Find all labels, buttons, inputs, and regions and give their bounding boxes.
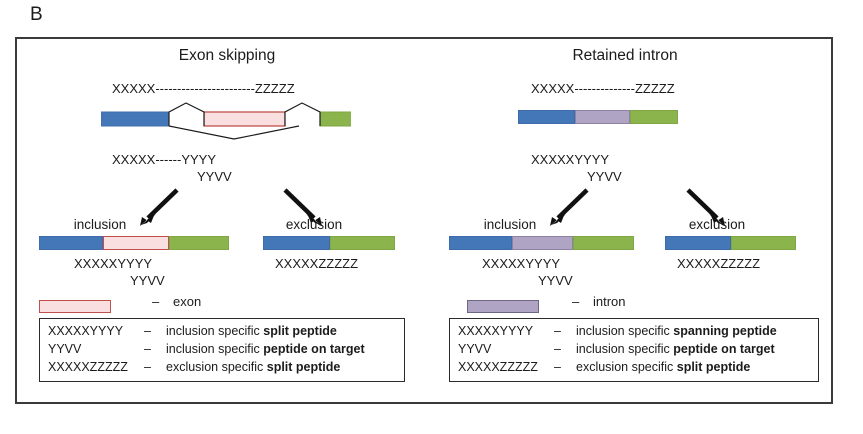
legend-row: XXXXXYYYY – inclusion specific split pep… — [40, 324, 404, 342]
legend-desc-bold: peptide on target — [263, 342, 365, 356]
panel-letter: B — [30, 4, 44, 25]
legend-desc-bold: split peptide — [676, 360, 751, 374]
legend-row: XXXXXZZZZZ – exclusion specific split pe… — [40, 360, 404, 378]
figure-frame: Exon skipping XXXXX---------------------… — [15, 37, 833, 404]
exon-skipping-inclusion-label: inclusion — [73, 217, 127, 232]
legend-dash: – — [554, 342, 561, 356]
retained-intron-inclusion-sequence-1: XXXXXYYYY — [482, 256, 561, 271]
arrow-to-exclusion-icon — [283, 188, 322, 226]
exon-swatch-dash: – — [152, 294, 160, 309]
exon-skipping-exclusion-bar — [263, 236, 395, 250]
bar-segment-blue-exon — [518, 110, 575, 124]
exon-skipping-top-sequence: XXXXX-----------------------ZZZZZ — [112, 81, 295, 96]
retained-intron-bottom-sequence-1: XXXXXYYYY — [531, 152, 610, 167]
exon-skipping-legend-box: XXXXXYYYY – inclusion specific split pep… — [39, 318, 405, 382]
exon-skipping-splice-diagram — [101, 102, 351, 140]
legend-description: inclusion specific split peptide — [166, 324, 337, 338]
legend-code: XXXXXYYYY — [48, 324, 124, 338]
legend-row: XXXXXZZZZZ – exclusion specific split pe… — [450, 360, 818, 378]
exon-skipping-inclusion-sequence-2: YYVV — [130, 273, 165, 288]
legend-code: XXXXXYYYY — [458, 324, 534, 338]
exon-skipping-bottom-sequence-2: YYVV — [197, 169, 232, 184]
exon-skipping-inclusion-bar — [39, 236, 229, 250]
intron-swatch-label: intron — [593, 294, 626, 309]
legend-description: inclusion specific spanning peptide — [576, 324, 777, 338]
legend-row: XXXXXYYYY – inclusion specific spanning … — [450, 324, 818, 342]
bar-segment-retained-intron — [575, 110, 630, 124]
legend-dash: – — [554, 360, 561, 374]
legend-desc-bold: peptide on target — [673, 342, 775, 356]
bar-segment-blue-exon — [665, 236, 731, 250]
legend-dash: – — [554, 324, 561, 338]
bar-segment-green-exon — [330, 236, 395, 250]
legend-code: XXXXXZZZZZ — [48, 360, 128, 374]
legend-dash: – — [144, 324, 151, 338]
legend-row: YYVV – inclusion specific peptide on tar… — [450, 342, 818, 360]
bar-segment-green-exon — [169, 236, 229, 250]
arrow-to-inclusion-icon — [140, 188, 179, 226]
retained-intron-exclusion-bar — [665, 236, 796, 250]
legend-code: YYVV — [458, 342, 492, 356]
legend-desc-plain: inclusion specific — [576, 342, 674, 356]
legend-desc-plain: exclusion specific — [576, 360, 677, 374]
intron-swatch-dash: – — [572, 294, 580, 309]
legend-desc-bold: split peptide — [266, 360, 341, 374]
retained-intron-inclusion-bar — [449, 236, 634, 250]
legend-desc-bold: split peptide — [263, 324, 337, 338]
retained-intron-inclusion-sequence-2: YYVV — [538, 273, 573, 288]
legend-row: YYVV – inclusion specific peptide on tar… — [40, 342, 404, 360]
legend-description: inclusion specific peptide on target — [576, 342, 775, 356]
exon-skipping-bottom-sequence-1: XXXXX------YYYY — [112, 152, 217, 167]
bar-segment-green-exon — [731, 236, 796, 250]
legend-desc-plain: inclusion specific — [576, 324, 674, 338]
legend-desc-plain: inclusion specific — [166, 324, 264, 338]
intron-swatch — [467, 300, 539, 313]
legend-desc-plain: exclusion specific — [166, 360, 267, 374]
legend-description: inclusion specific peptide on target — [166, 342, 365, 356]
legend-code: YYVV — [48, 342, 82, 356]
exon-skipping-exclusion-sequence-1: XXXXXZZZZZ — [275, 256, 359, 271]
retained-intron-top-sequence: XXXXX--------------ZZZZZ — [531, 81, 675, 96]
retained-intron-exclusion-sequence-1: XXXXXZZZZZ — [677, 256, 761, 271]
bar-segment-green-exon — [573, 236, 634, 250]
bar-segment-blue-exon — [449, 236, 512, 250]
retained-intron-bottom-sequence-2: YYVV — [587, 169, 622, 184]
retained-intron-legend-box: XXXXXYYYY – inclusion specific spanning … — [449, 318, 819, 382]
retained-intron-exclusion-label: exclusion — [688, 217, 746, 232]
retained-intron-inclusion-label: inclusion — [483, 217, 537, 232]
panel-retained-intron: Retained intron XXXXX--------------ZZZZZ… — [437, 39, 833, 402]
legend-desc-plain: inclusion specific — [166, 342, 264, 356]
bar-segment-skipped-exon — [103, 236, 169, 250]
arrow-to-exclusion-icon — [686, 188, 725, 226]
legend-dash: – — [144, 342, 151, 356]
legend-code: XXXXXZZZZZ — [458, 360, 538, 374]
bar-segment-retained-intron — [512, 236, 573, 250]
legend-description: exclusion specific split peptide — [576, 360, 750, 374]
legend-dash: – — [144, 360, 151, 374]
legend-desc-bold: spanning peptide — [673, 324, 777, 338]
bar-segment-green-exon — [630, 110, 678, 124]
panel-title-exon-skipping: Exon skipping — [178, 47, 276, 64]
panel-title-retained-intron: Retained intron — [572, 47, 678, 64]
arrow-to-inclusion-icon — [550, 188, 589, 226]
exon-skipping-exclusion-label: exclusion — [285, 217, 343, 232]
legend-description: exclusion specific split peptide — [166, 360, 340, 374]
panel-exon-skipping: Exon skipping XXXXX---------------------… — [17, 39, 437, 402]
bar-segment-blue-exon — [263, 236, 330, 250]
exon-skipping-inclusion-sequence-1: XXXXXYYYY — [74, 256, 153, 271]
exon-swatch — [39, 300, 111, 313]
exon-swatch-label: exon — [173, 294, 202, 309]
bar-segment-blue-exon — [39, 236, 103, 250]
retained-intron-bar — [518, 110, 678, 124]
